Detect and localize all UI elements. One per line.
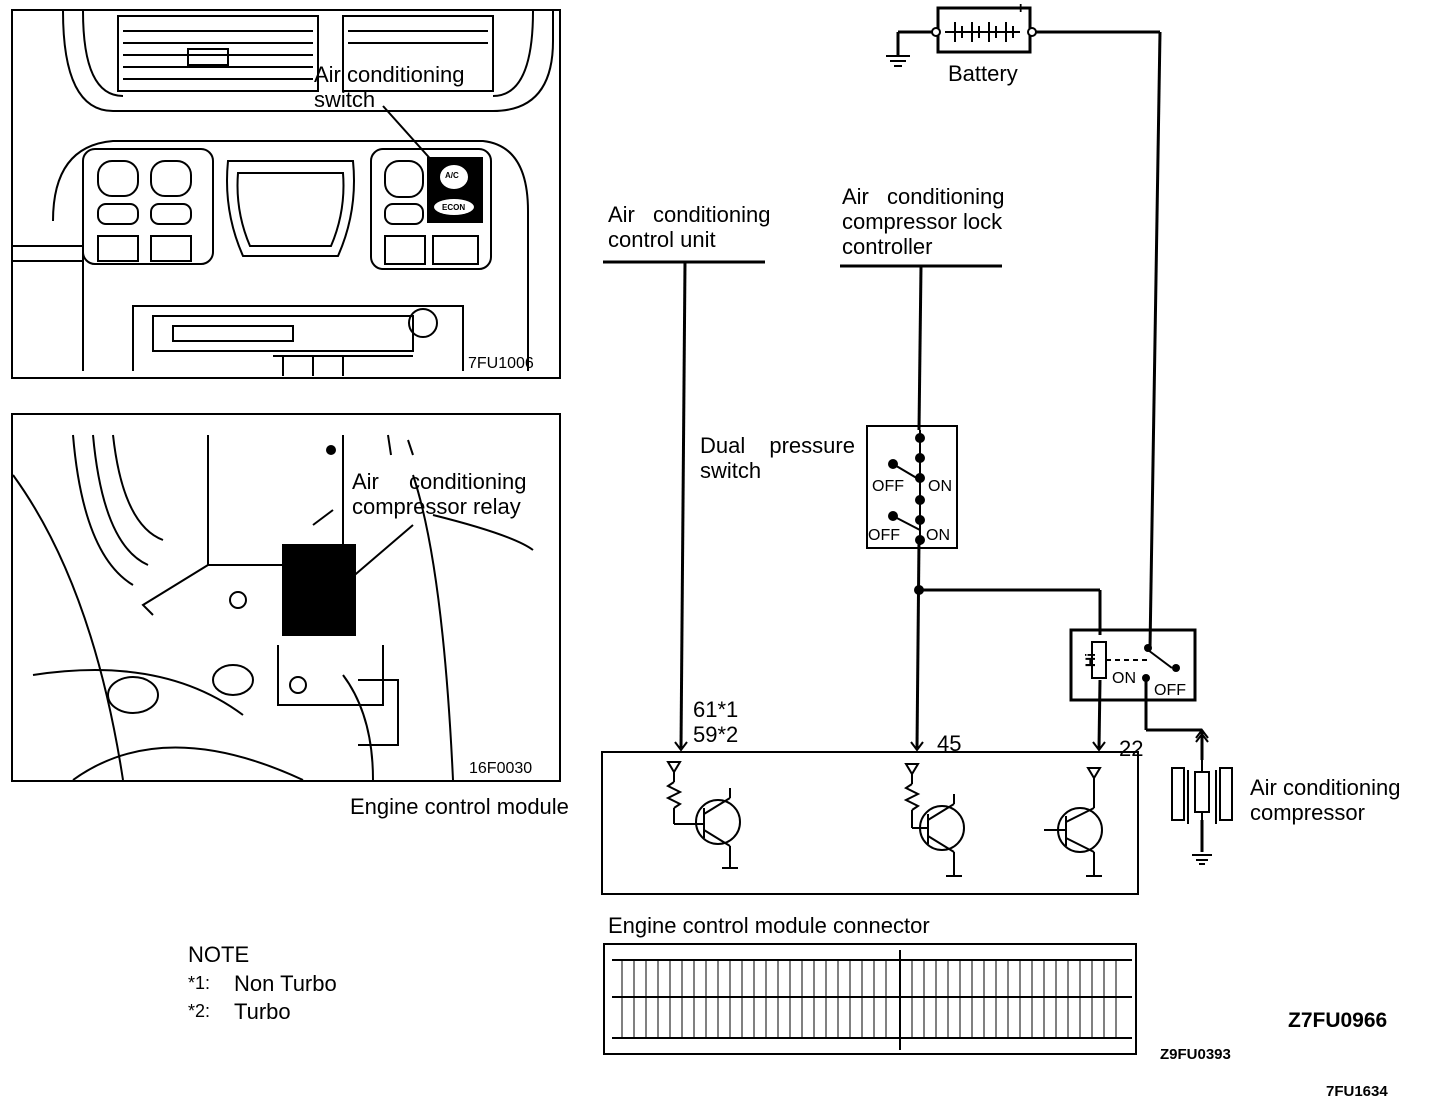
relay-off-label: OFF: [1154, 682, 1186, 699]
dual-switch-off-2: OFF: [868, 527, 900, 544]
lock-controller-label-3: controller: [842, 234, 933, 259]
panel1-code: 7FU1006: [468, 355, 534, 372]
lock-controller-label-2: compressor lock: [842, 209, 1003, 234]
relay-coil-label: Hi: [1082, 653, 1098, 667]
battery-label: Battery: [948, 61, 1018, 86]
page-code: 7FU1634: [1326, 1083, 1388, 1100]
ecm-connector-pin-grid: [621, 960, 1117, 1038]
pin-45-label: 45: [937, 731, 962, 756]
note-1-key: *1:: [188, 973, 211, 993]
ac-switch-label-1: Air conditioning: [314, 62, 465, 87]
dashboard-drawing: [13, 11, 554, 376]
note-2-key: *2:: [188, 1001, 211, 1021]
panel2-code: 16F0030: [469, 760, 533, 777]
ecm-connector-drawing: [603, 943, 1137, 1055]
econ-button-icon: [434, 199, 474, 215]
compressor-ground-icon: [1192, 854, 1212, 865]
note-2-value: Turbo: [234, 999, 291, 1024]
compressor-relay-symbol: [1069, 628, 1197, 702]
figure-code: Z7FU0966: [1288, 1009, 1388, 1032]
dual-switch-off-1: OFF: [872, 478, 904, 495]
dashboard-illustration-panel: Air conditioning switch A/C ECON 7FU1006: [11, 9, 561, 379]
pin-61-label: 61*1: [693, 697, 739, 722]
dual-switch-on-2: ON: [926, 527, 950, 544]
compressor-label-1: Air conditioning: [1250, 775, 1401, 800]
econ-button-text: ECON: [442, 203, 466, 212]
control-unit-label-1: Air conditioning: [608, 202, 771, 227]
control-unit-label-2: control unit: [608, 227, 716, 252]
dual-pressure-switch-symbol: [866, 425, 958, 549]
ac-switch-label-2: switch: [314, 87, 376, 112]
lock-controller-label-1: Air conditioning: [842, 184, 1005, 209]
ecm-label: Engine control module: [350, 794, 569, 819]
note-1-value: Non Turbo: [234, 971, 337, 996]
dual-pressure-switch-label-1: Dual pressure: [700, 433, 855, 458]
transistor-45-icon: [903, 763, 965, 877]
note-title: NOTE: [188, 942, 250, 967]
connector-code: Z9FU0393: [1160, 1046, 1231, 1063]
compressor-relay-label-1: Air conditioning: [352, 469, 527, 494]
ac-button-text: A/C: [445, 171, 459, 180]
compressor-label-2: compressor: [1250, 800, 1365, 825]
dual-pressure-switch-label-2: switch: [700, 458, 762, 483]
battery-ground-icon: [886, 55, 910, 67]
relay-on-label: ON: [1112, 670, 1136, 687]
engine-bay-illustration-panel: Air conditioning compressor relay 16F003…: [11, 413, 561, 782]
transistor-22-icon: [1044, 767, 1103, 877]
engine-control-module-box: [601, 751, 1139, 895]
pin-22-label: 22: [1119, 736, 1144, 761]
compressor-relay-label-2: compressor relay: [352, 494, 521, 519]
ecm-connector-label: Engine control module connector: [608, 913, 930, 938]
pin-59-label: 59*2: [693, 722, 739, 747]
engine-bay-drawing: [13, 434, 534, 780]
transistor-61-icon: [665, 761, 741, 869]
battery-plus-sign: +: [1016, 0, 1026, 17]
dual-switch-on-1: ON: [928, 478, 952, 495]
ac-button-icon: [440, 165, 468, 189]
compressor-clutch-icon: [1187, 760, 1217, 824]
